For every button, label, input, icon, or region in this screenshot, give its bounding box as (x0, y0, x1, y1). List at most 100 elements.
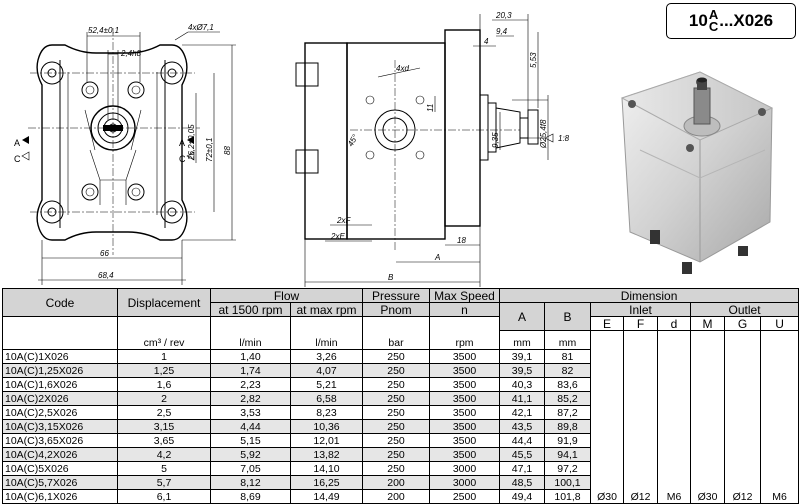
header-outlet-m: M (690, 316, 725, 331)
cell-dim-a: 41,1 (499, 391, 545, 406)
cell-displacement: 1 (117, 349, 211, 364)
cell-flow-max: 8,23 (290, 405, 363, 420)
dim-shaft-key: 2,4h8 (120, 49, 142, 58)
cell-pressure: 250 (362, 447, 430, 462)
cell-dim-b: 100,1 (544, 475, 591, 490)
cell-flow-1500: 2,23 (210, 377, 291, 392)
header-spacer-f1 (210, 316, 291, 331)
cell-flow-1500: 4,44 (210, 419, 291, 434)
cell-speed: 3500 (429, 391, 500, 406)
dim-11: 11 (426, 104, 435, 112)
dim-18: 18 (457, 236, 466, 245)
header-dimension: Dimension (498, 288, 800, 303)
cell-flow-max: 12,01 (290, 433, 363, 448)
section-c-right: C (179, 154, 186, 164)
cell-dim-a: 45,5 (499, 447, 545, 462)
cell-displacement: 5,7 (117, 475, 211, 490)
cell-pressure: 250 (362, 391, 430, 406)
dim-width-top: 52,4±0,1 (88, 26, 119, 35)
cell-speed: 3500 (429, 433, 500, 448)
units-flow-1500: l/min (210, 330, 291, 350)
cell-displacement: 4,2 (117, 447, 211, 462)
cell-displacement: 2 (117, 391, 211, 406)
dim-45-deg: 45° (346, 132, 360, 148)
cell-flow-1500: 8,12 (210, 475, 291, 490)
outlet-g-value: Ø12 (724, 330, 761, 504)
dim-width-2: 68,4 (98, 271, 114, 280)
cell-dim-b: 101,8 (544, 489, 591, 504)
header-outlet-g: G (724, 316, 761, 331)
units-displacement: cm³ / rev (117, 330, 211, 350)
cell-dim-b: 97,2 (544, 461, 591, 476)
cell-dim-b: 89,8 (544, 419, 591, 434)
dim-taper: 1:8 (558, 134, 570, 143)
outlet-m-value: Ø30 (690, 330, 725, 504)
cell-flow-max: 10,36 (290, 419, 363, 434)
header-inlet: Inlet (590, 302, 691, 317)
model-title: 10 A C ...X026 (666, 3, 796, 39)
header-spacer-disp (117, 316, 211, 331)
outlet-u-value: M6 (759, 330, 800, 504)
cell-code: 10A(C)1,25X026 (2, 363, 118, 378)
cell-code: 10A(C)2X026 (2, 391, 118, 406)
cell-speed: 3500 (429, 349, 500, 364)
dim-4xd: 4xd (396, 64, 409, 73)
cell-displacement: 1,25 (117, 363, 211, 378)
cell-code: 10A(C)6,1X026 (2, 489, 118, 504)
cell-flow-1500: 8,69 (210, 489, 291, 504)
cell-speed: 3000 (429, 475, 500, 490)
cell-dim-a: 39,5 (499, 363, 545, 378)
pump-photo (620, 71, 774, 274)
section-a-left: A (14, 138, 20, 148)
cell-flow-1500: 7,05 (210, 461, 291, 476)
cell-flow-1500: 2,82 (210, 391, 291, 406)
cell-flow-max: 16,25 (290, 475, 363, 490)
model-variant-top: A (708, 7, 719, 22)
cell-dim-b: 85,2 (544, 391, 591, 406)
units-row: cm³ / rev l/min l/min bar rpm mm mm Ø30 … (2, 330, 800, 504)
model-prefix: 10 (688, 11, 708, 30)
cell-flow-max: 5,21 (290, 377, 363, 392)
section-c-left: C (14, 154, 21, 164)
header-pressure-sub: Pnom (362, 302, 430, 317)
dim-25-4: Ø25,4f8 (539, 119, 548, 149)
cell-dim-b: 94,1 (544, 447, 591, 462)
section-a-right: A (179, 138, 185, 148)
cell-speed: 2500 (429, 489, 500, 504)
cell-dim-b: 82 (544, 363, 591, 378)
header-outlet-u: U (759, 316, 800, 331)
cell-flow-max: 13,82 (290, 447, 363, 462)
units-a: mm (499, 330, 545, 350)
header-flow-max: at max rpm (290, 302, 363, 317)
front-view: 52,4±0,1 2,4h8 4xØ7,1 26,2±0,05 72±0,1 8… (14, 23, 236, 285)
cell-dim-b: 87,2 (544, 405, 591, 420)
spec-table-body: cm³ / rev l/min l/min bar rpm mm mm Ø30 … (2, 330, 800, 504)
units-b: mm (544, 330, 591, 350)
cell-flow-max: 4,07 (290, 363, 363, 378)
cell-displacement: 6,1 (117, 489, 211, 504)
dim-5-53: 5,53 (529, 52, 538, 68)
model-variant-stack: A C (708, 7, 719, 33)
cell-pressure: 250 (362, 461, 430, 476)
cell-displacement: 5 (117, 461, 211, 476)
cell-pressure: 250 (362, 433, 430, 448)
cell-displacement: 1,6 (117, 377, 211, 392)
cell-flow-1500: 1,74 (210, 363, 291, 378)
header-col-a: A (499, 302, 545, 331)
cell-dim-a: 39,1 (499, 349, 545, 364)
cell-flow-1500: 1,40 (210, 349, 291, 364)
header-outlet: Outlet (689, 302, 800, 317)
header-flow: Flow (210, 288, 363, 303)
cell-speed: 3500 (429, 419, 500, 434)
dim-9-4: 9,4 (496, 27, 508, 36)
dim-20-3: 20,3 (495, 11, 512, 20)
header-spacer-p (362, 316, 430, 331)
spec-table: Code Displacement Flow Pressure Max Spee… (2, 288, 800, 504)
cell-speed: 3500 (429, 405, 500, 420)
cell-code: 10A(C)3,65X026 (2, 433, 118, 448)
inlet-d-value: M6 (657, 330, 691, 504)
